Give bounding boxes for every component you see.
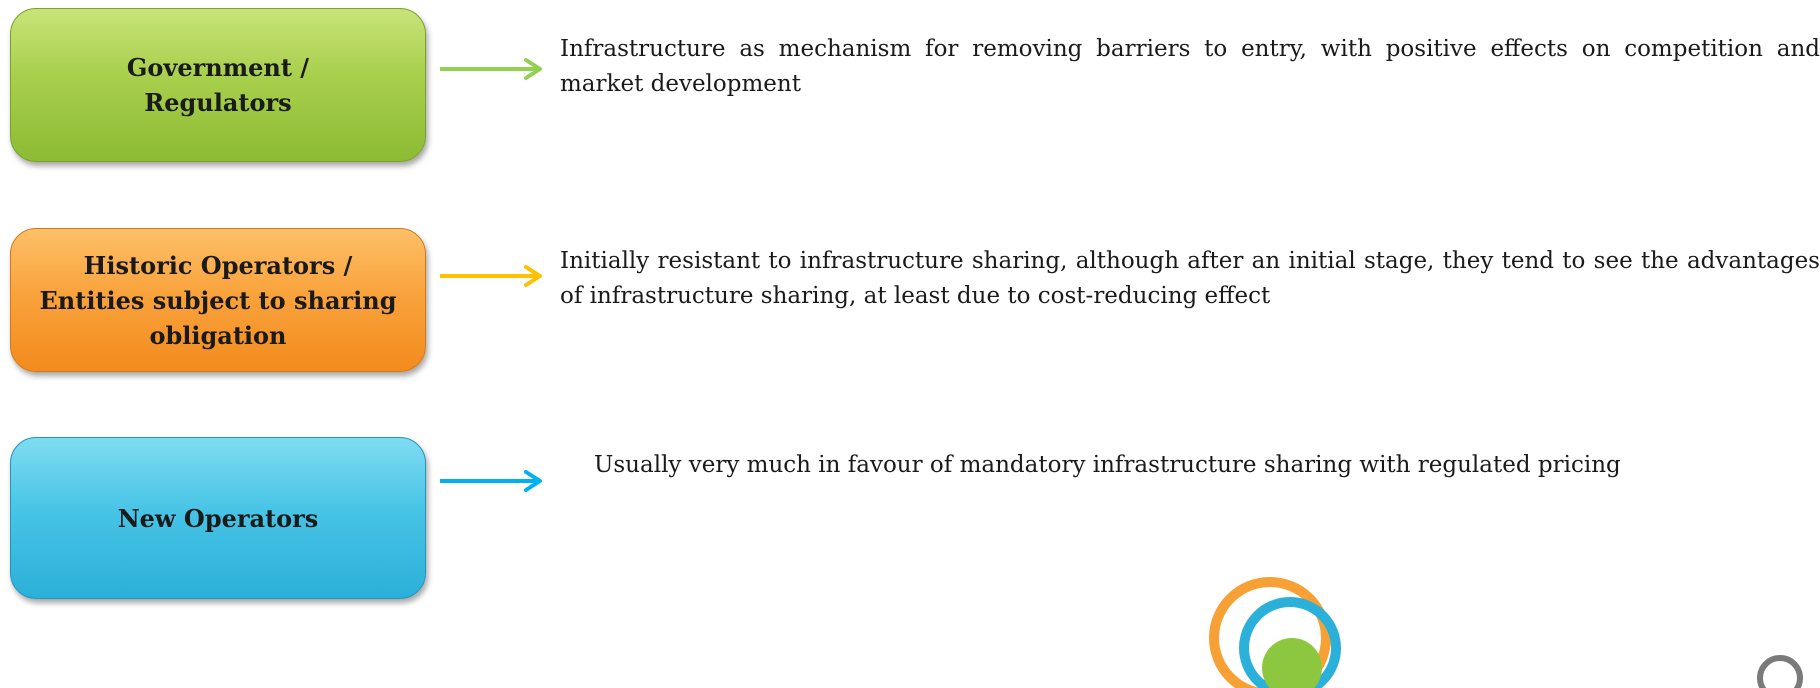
historic-operators-description: Initially resistant to infrastructure sh… (560, 248, 1820, 309)
new-operators-description: Usually very much in favour of mandatory… (594, 452, 1621, 478)
label-line: Entities subject to sharing (39, 285, 397, 315)
arrow-right-icon (440, 58, 542, 80)
box-label: Government / Regulators (127, 50, 309, 120)
arrow-right-icon (440, 265, 542, 287)
label-line: Historic Operators / (83, 250, 353, 280)
label-line: Regulators (144, 88, 292, 117)
new-operators-box: New Operators (10, 437, 426, 599)
label-line: obligation (149, 320, 287, 350)
box-label: Historic Operators / Entities subject to… (40, 248, 397, 353)
box-label: New Operators (118, 501, 319, 536)
government-regulators-description: Infrastructure as mechanism for removing… (560, 36, 1820, 97)
government-regulators-box: Government / Regulators (10, 8, 426, 162)
historic-operators-box: Historic Operators / Entities subject to… (10, 228, 426, 372)
label-line: New Operators (117, 503, 319, 533)
logo-rings-icon (1209, 577, 1803, 688)
label-line: Government / (126, 53, 310, 82)
arrow-right-icon (440, 470, 542, 492)
